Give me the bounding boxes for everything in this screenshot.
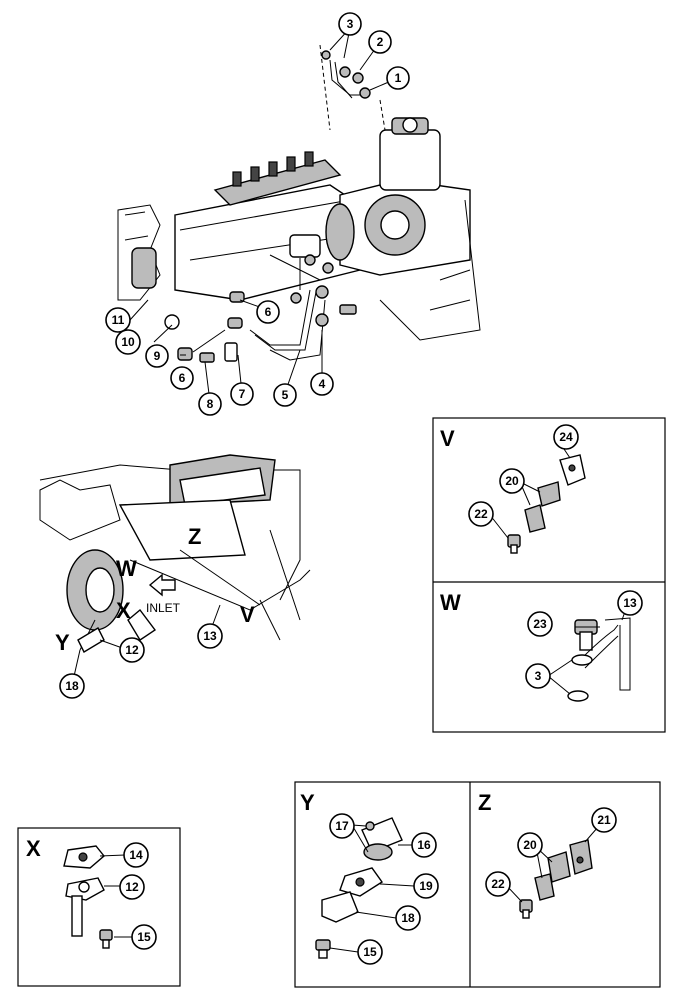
detail-box-x: X 14 12 15 xyxy=(17,827,181,987)
callout-9: 9 xyxy=(145,344,169,368)
svg-text:2: 2 xyxy=(377,35,384,49)
svg-text:24: 24 xyxy=(559,430,573,444)
detail-x-label: X xyxy=(26,836,41,861)
callout-6-lower: 6 xyxy=(170,366,194,390)
callout-11: 11 xyxy=(105,307,131,333)
view-marker-x: X xyxy=(116,598,131,623)
callout-y-15: 15 xyxy=(357,939,383,965)
callout-z-20: 20 xyxy=(517,832,543,858)
callout-y-18: 18 xyxy=(395,905,421,931)
svg-text:16: 16 xyxy=(417,838,431,852)
svg-text:5: 5 xyxy=(282,388,289,402)
svg-text:15: 15 xyxy=(137,930,151,944)
callout-v-20: 20 xyxy=(499,468,525,494)
callout-x-15: 15 xyxy=(131,924,157,950)
svg-text:22: 22 xyxy=(474,507,488,521)
svg-text:15: 15 xyxy=(363,945,377,959)
svg-text:18: 18 xyxy=(401,911,415,925)
svg-text:23: 23 xyxy=(533,617,547,631)
svg-text:6: 6 xyxy=(179,371,186,385)
svg-text:12: 12 xyxy=(125,880,139,894)
callout-18: 18 xyxy=(59,673,85,699)
detail-w-label: W xyxy=(440,590,461,615)
svg-text:11: 11 xyxy=(112,313,125,327)
callout-group-top: 1 2 3 6 11 10 9 6 8 7 5 4 xyxy=(105,12,410,416)
callout-group-middle: 13 12 18 xyxy=(59,604,223,699)
callout-z-21: 21 xyxy=(591,807,617,833)
view-marker-z: Z xyxy=(188,524,201,549)
svg-text:3: 3 xyxy=(347,17,354,31)
callout-y-17: 17 xyxy=(329,813,355,839)
svg-text:7: 7 xyxy=(239,387,246,401)
callout-w-23: 23 xyxy=(527,611,553,637)
callout-z-22: 22 xyxy=(485,871,511,897)
callout-v-24: 24 xyxy=(553,424,579,450)
svg-text:9: 9 xyxy=(154,349,161,363)
engine-overview-illustration xyxy=(39,454,311,653)
callout-7: 7 xyxy=(230,382,254,406)
callout-x-12: 12 xyxy=(119,874,145,900)
injection-pump-illustration xyxy=(117,44,481,363)
callout-y-16: 16 xyxy=(411,832,437,858)
svg-text:13: 13 xyxy=(203,629,217,643)
svg-text:8: 8 xyxy=(207,397,214,411)
callout-5: 5 xyxy=(273,383,297,407)
svg-text:12: 12 xyxy=(125,643,139,657)
callout-x-14: 14 xyxy=(123,842,149,868)
svg-text:1: 1 xyxy=(395,71,402,85)
detail-z-label: Z xyxy=(478,790,491,815)
callout-1: 1 xyxy=(386,66,410,90)
callout-3: 3 xyxy=(338,12,362,36)
detail-y-label: Y xyxy=(300,790,315,815)
svg-text:20: 20 xyxy=(505,474,519,488)
callout-10: 10 xyxy=(115,329,141,355)
view-marker-v: V xyxy=(240,602,255,627)
svg-text:22: 22 xyxy=(491,877,505,891)
callout-v-22: 22 xyxy=(468,501,494,527)
svg-text:18: 18 xyxy=(65,679,79,693)
view-marker-w: W xyxy=(116,556,137,581)
callout-y-19: 19 xyxy=(413,873,439,899)
svg-text:4: 4 xyxy=(319,377,326,391)
svg-text:3: 3 xyxy=(535,669,542,683)
svg-text:20: 20 xyxy=(523,838,537,852)
detail-box-v-w: V W 24 20 22 23 13 3 xyxy=(432,417,666,733)
svg-text:21: 21 xyxy=(597,813,611,827)
svg-text:19: 19 xyxy=(419,879,433,893)
callout-4: 4 xyxy=(310,372,334,396)
callout-8: 8 xyxy=(198,392,222,416)
detail-box-y-z: Y Z 17 16 19 18 15 21 20 22 xyxy=(294,781,661,988)
callout-w-3: 3 xyxy=(525,663,551,689)
callout-13: 13 xyxy=(197,623,223,649)
inlet-label: INLET xyxy=(146,601,181,615)
callout-12: 12 xyxy=(119,637,145,663)
callout-6-upper: 6 xyxy=(256,300,280,324)
detail-v-label: V xyxy=(440,426,455,451)
svg-text:10: 10 xyxy=(121,335,135,349)
callout-w-13: 13 xyxy=(617,590,643,616)
view-marker-y: Y xyxy=(55,630,70,655)
svg-text:6: 6 xyxy=(265,305,272,319)
svg-text:13: 13 xyxy=(623,596,637,610)
svg-text:14: 14 xyxy=(129,848,143,862)
svg-text:17: 17 xyxy=(335,819,349,833)
callout-2: 2 xyxy=(368,30,392,54)
